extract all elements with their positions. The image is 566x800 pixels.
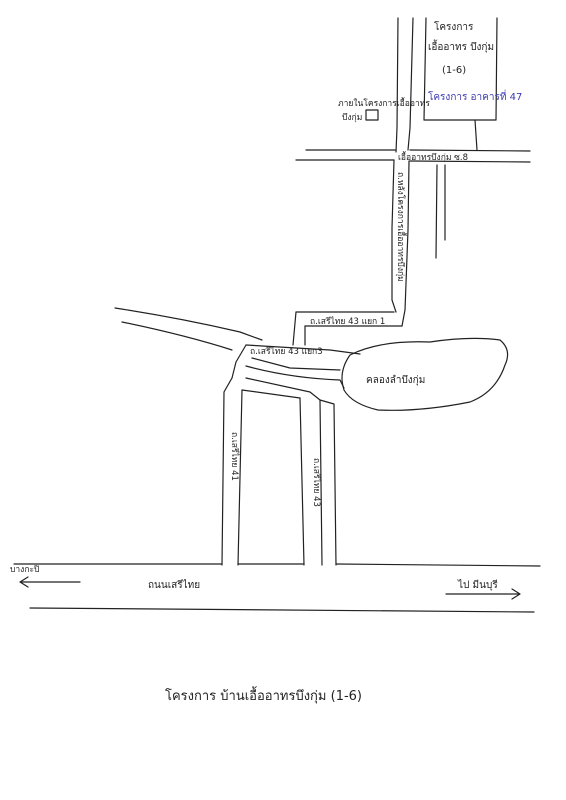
label-canal: คลองลำบึงกุ่ม	[366, 374, 425, 386]
label-soi-41: ถ.เสรีไทย 41	[229, 432, 240, 481]
soi43-1-left	[292, 311, 297, 346]
road-left-top-2	[407, 17, 414, 151]
canal-channel	[245, 365, 345, 389]
footer-title: โครงการ บ้านเอื้ออาทรบึงกุ่ม (1-6)	[165, 686, 362, 704]
soi43-left	[245, 377, 323, 566]
main-road-top-right	[335, 563, 541, 567]
road-project-left	[391, 159, 397, 313]
label-to-right: ไป มีนบุรี	[457, 579, 498, 591]
label-project-blue: โครงการ อาคารที่ 47	[428, 89, 522, 103]
label-soi-43-1: ถ.เสรีไทย 43 แยก 1	[310, 316, 385, 327]
road-left-top	[395, 17, 399, 153]
label-project-code: (1-6)	[442, 65, 466, 76]
label-soi-8: เอื้ออาทรบึงกุ่ม ซ.8	[398, 151, 468, 163]
soi43-top-inner	[241, 389, 301, 399]
label-soi-43: ถ.เสรีไทย 43	[311, 458, 322, 507]
soi8-top-right	[409, 149, 531, 152]
label-to-left: บางกะปิ	[10, 565, 39, 575]
soi43-inner	[299, 397, 305, 566]
soi41-right	[237, 389, 243, 566]
soi43-3-bottom	[251, 357, 341, 371]
label-office-name: บึงกุ่ม	[342, 113, 362, 123]
label-project-office: ภายในโครงการเอื้ออาทร	[338, 97, 430, 109]
soi43-3-bend	[231, 344, 247, 379]
stream-lower	[121, 321, 233, 351]
label-project-name: โครงการ	[434, 20, 474, 33]
project-block	[423, 17, 498, 121]
soi41-left	[221, 377, 233, 566]
label-main-road: ถนนเสรีไทย	[148, 579, 200, 591]
project-tick	[474, 119, 478, 151]
soi8-bottom-right	[409, 160, 531, 163]
road-east-1	[435, 164, 438, 259]
soi43-right	[319, 399, 337, 566]
office-square	[365, 109, 379, 121]
label-project-sub: เอื้ออาทร บึงกุ่ม	[428, 39, 494, 53]
label-road-project: ถ.หลังโครงการเอื้ออาทรบึงกุ่ม	[395, 172, 407, 282]
arrow-right-icon	[445, 588, 521, 600]
stream-upper	[114, 307, 263, 341]
arrow-left-icon	[19, 576, 81, 588]
label-soi-43-3: ถ.เสรีไทย 43 แยก3	[250, 346, 323, 357]
road-project-right	[401, 160, 410, 327]
project-outline	[423, 17, 498, 121]
main-road-bottom	[29, 607, 535, 613]
soi43-3-top	[245, 344, 361, 355]
canal-lake	[341, 337, 509, 411]
